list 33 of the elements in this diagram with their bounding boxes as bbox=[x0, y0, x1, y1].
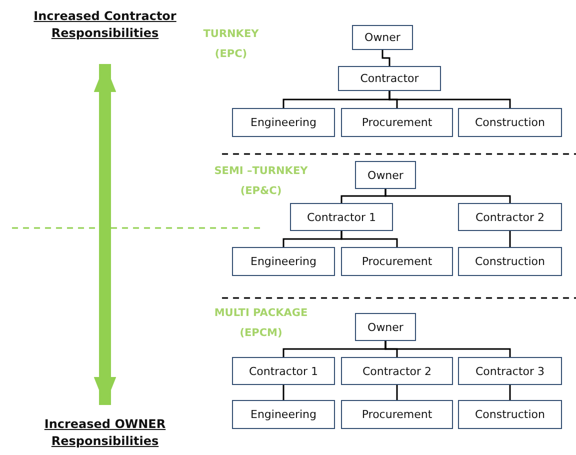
org-box: Construction bbox=[458, 108, 562, 137]
org-box: Engineering bbox=[232, 400, 335, 429]
org-box: Contractor 3 bbox=[458, 357, 562, 385]
connector-line bbox=[384, 341, 511, 357]
connector-line bbox=[382, 50, 390, 66]
connector-line bbox=[509, 231, 511, 247]
org-box: Procurement bbox=[341, 247, 453, 276]
org-box: Engineering bbox=[232, 108, 335, 137]
section-label: TURNKEY (EPC) bbox=[202, 27, 260, 62]
connector-line bbox=[396, 385, 398, 400]
connector-line bbox=[509, 385, 511, 400]
org-box: Owner bbox=[355, 161, 416, 189]
org-box: Construction bbox=[458, 400, 562, 429]
section-label: MULTI PACKAGE (EPCM) bbox=[213, 306, 309, 341]
org-box: Procurement bbox=[341, 400, 453, 429]
connector-line bbox=[340, 231, 398, 247]
org-box: Contractor 2 bbox=[341, 357, 453, 385]
org-box: Contractor bbox=[338, 66, 441, 91]
org-box: Owner bbox=[352, 25, 413, 50]
double-arrow bbox=[94, 64, 116, 405]
section-label: SEMI –TURNKEY (EP&C) bbox=[213, 164, 309, 199]
org-box: Contractor 1 bbox=[232, 357, 335, 385]
heading-text: Increased Contractor Responsibilities bbox=[10, 4, 200, 46]
org-box: Contractor 1 bbox=[290, 203, 393, 231]
org-box: Owner bbox=[355, 313, 416, 341]
connector-line bbox=[282, 385, 284, 400]
org-box: Contractor 2 bbox=[458, 203, 562, 231]
connector-line bbox=[384, 189, 511, 203]
org-box: Engineering bbox=[232, 247, 335, 276]
heading-text: Increased OWNER Responsibilities bbox=[20, 413, 190, 453]
connector-line bbox=[388, 91, 511, 108]
org-box: Procurement bbox=[341, 108, 453, 137]
org-box: Construction bbox=[458, 247, 562, 276]
